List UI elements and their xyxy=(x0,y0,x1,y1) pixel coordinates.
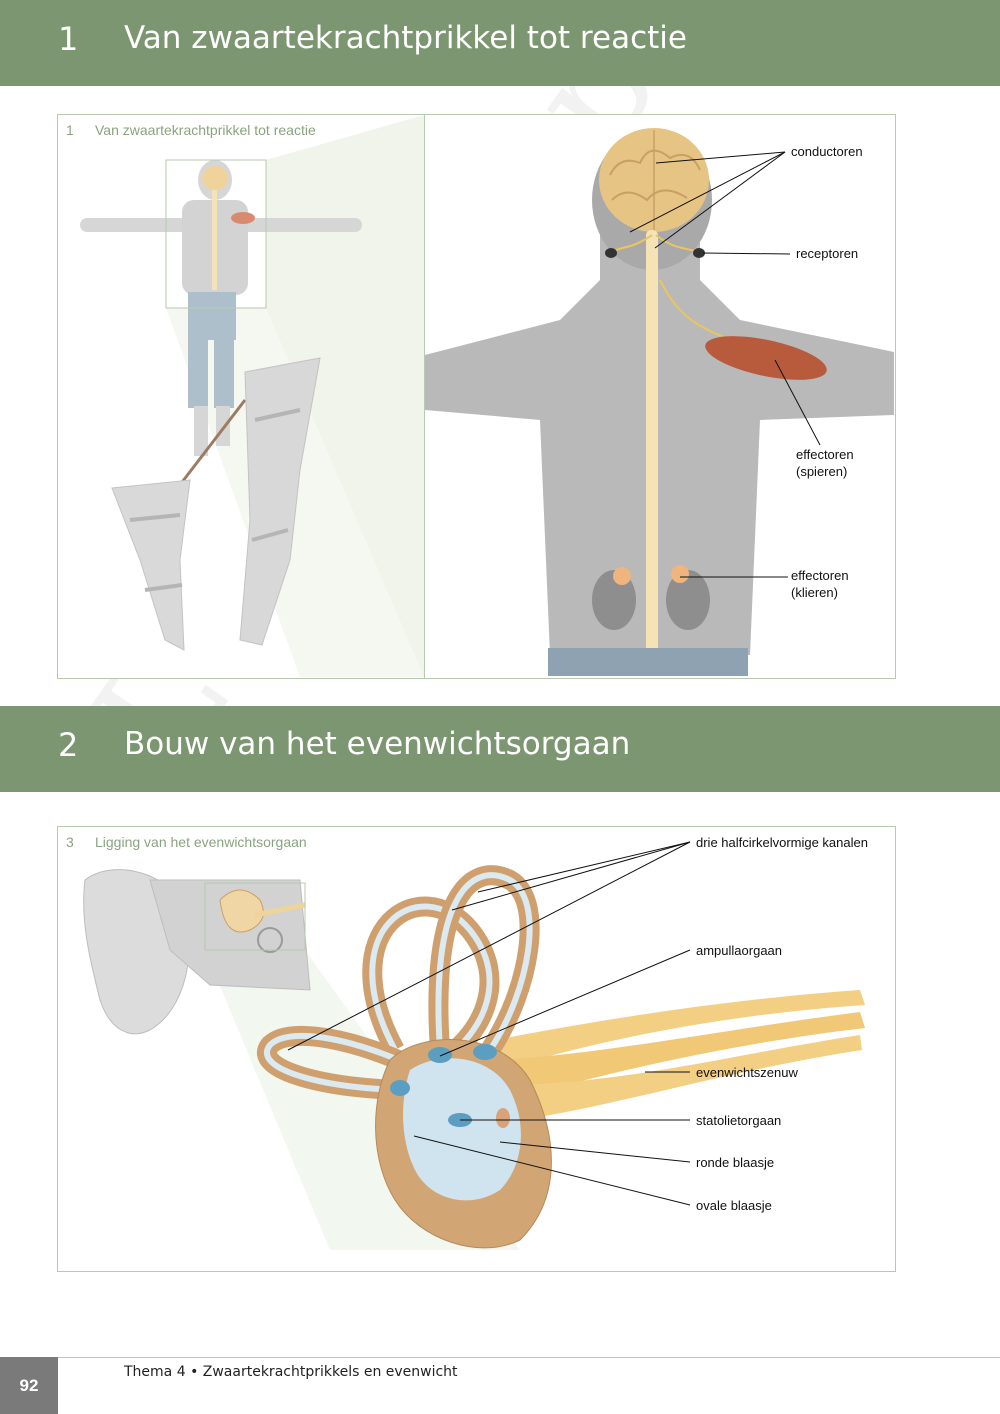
label-evenwichtszenuw: evenwichtszenuw xyxy=(696,1065,798,1080)
label-statolietorgaan: statolietorgaan xyxy=(696,1113,782,1128)
section-number: 2 xyxy=(58,726,79,764)
footer-text: Thema 4 • Zwaartekrachtprikkels en evenw… xyxy=(124,1364,458,1380)
section-title: Bouw van het evenwichtsorgaan xyxy=(124,726,631,762)
label-klieren: (klieren) xyxy=(791,585,838,600)
label-effectoren-klieren: effectoren xyxy=(791,568,849,583)
figure-title: Ligging van het evenwichtsorgaan xyxy=(95,834,307,850)
page-number: 92 xyxy=(0,1357,58,1414)
section-header-1: 1 Van zwaartekrachtprikkel tot reactie xyxy=(0,0,1000,86)
figure-number: 3 xyxy=(66,834,74,850)
section-number: 1 xyxy=(58,20,79,58)
label-receptoren: receptoren xyxy=(796,246,859,261)
section-header-2: 2 Bouw van het evenwichtsorgaan xyxy=(0,706,1000,792)
label-ovale-blaasje: ovale blaasje xyxy=(696,1198,772,1213)
label-kanalen: drie halfcirkelvormige kanalen xyxy=(696,835,868,850)
label-spieren: (spieren) xyxy=(796,464,848,479)
figure-divider xyxy=(424,115,425,678)
figure-title: Van zwaartekrachtprikkel tot reactie xyxy=(95,122,316,138)
figure-number: 1 xyxy=(66,122,74,138)
footer-divider xyxy=(58,1357,1000,1358)
section-title: Van zwaartekrachtprikkel tot reactie xyxy=(124,20,687,56)
label-conductoren: conductoren xyxy=(791,144,863,159)
label-effectoren-spieren: effectoren xyxy=(796,447,854,462)
label-ronde-blaasje: ronde blaasje xyxy=(696,1155,775,1170)
label-ampullaorgaan: ampullaorgaan xyxy=(696,943,783,958)
